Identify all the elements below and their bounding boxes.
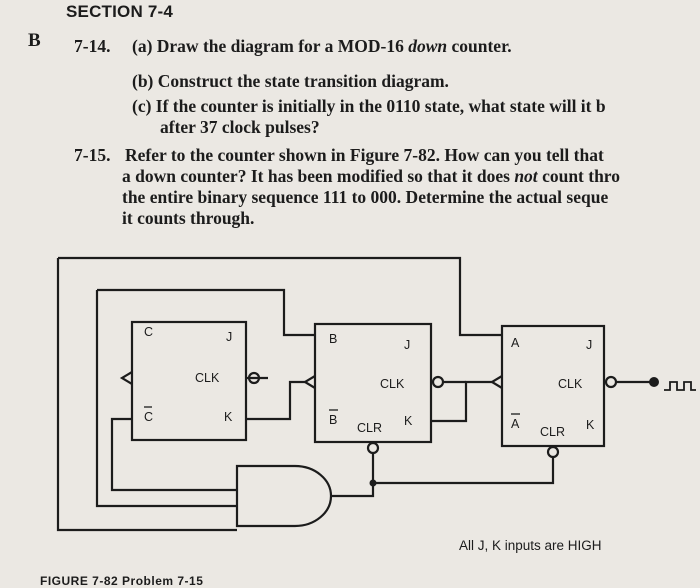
figure-caption: FIGURE 7-82 Problem 7-15 <box>40 574 204 588</box>
problem-7-15-line1: Refer to the counter shown in Figure 7-8… <box>125 145 604 165</box>
wire-c-feedback <box>58 256 502 337</box>
ff-b-clk-label: CLK <box>380 377 405 391</box>
ff-a-k-label: K <box>586 418 595 432</box>
ff-b-clr-label: CLR <box>357 421 382 435</box>
and-gate <box>235 464 333 528</box>
problem-7-15-line2: a down counter? It has been modified so … <box>122 166 621 186</box>
problem-7-14-c-line1: (c) If the counter is initially in the 0… <box>132 96 606 116</box>
ff-a-j-label: J <box>586 338 592 352</box>
clr-bubble-b <box>366 441 380 455</box>
problem-7-14-c-line2: after 37 clock pulses? <box>160 117 320 137</box>
problem-number-7-14: 7-14. <box>74 36 111 56</box>
clock-input-dot <box>649 377 659 387</box>
section-heading: SECTION 7-4 <box>66 2 174 21</box>
clock-pulse-icon <box>664 381 696 391</box>
margin-marker: B <box>28 30 41 51</box>
problem-7-15-line3: the entire binary sequence 111 to 000. D… <box>122 187 609 207</box>
clk-bubble-b <box>431 375 445 389</box>
problem-7-15-line4: it counts through. <box>122 208 255 228</box>
ff-b-j-label: J <box>404 338 410 352</box>
ff-c-qbar-label: C <box>144 410 153 424</box>
ff-c-k-label: K <box>224 410 233 424</box>
problem-7-14-a: (a) Draw the diagram for a MOD-16 down c… <box>132 36 512 56</box>
problem-7-14-b: (b) Construct the state transition diagr… <box>132 71 449 91</box>
ff-b-k-label: K <box>404 414 413 428</box>
ff-a-q-label: A <box>511 336 520 350</box>
clr-bubble-a <box>546 445 560 459</box>
ff-c-j-label: J <box>226 330 232 344</box>
problem-number-7-15: 7-15. <box>74 145 111 165</box>
clk-bubble-a <box>604 375 618 389</box>
junction-dot <box>369 479 377 487</box>
ff-b-qbar-label: B <box>329 413 337 427</box>
ff-c-clk-label: CLK <box>195 371 220 385</box>
ff-c-q-label: C <box>144 325 153 339</box>
ff-a-clk-label: CLK <box>558 377 583 391</box>
ff-a-clr-label: CLR <box>540 425 565 439</box>
ff-a-qbar-label: A <box>511 417 520 431</box>
ff-b-q-label: B <box>329 332 337 346</box>
inputs-note: All J, K inputs are HIGH <box>459 538 602 553</box>
flip-flop-c <box>130 320 248 442</box>
